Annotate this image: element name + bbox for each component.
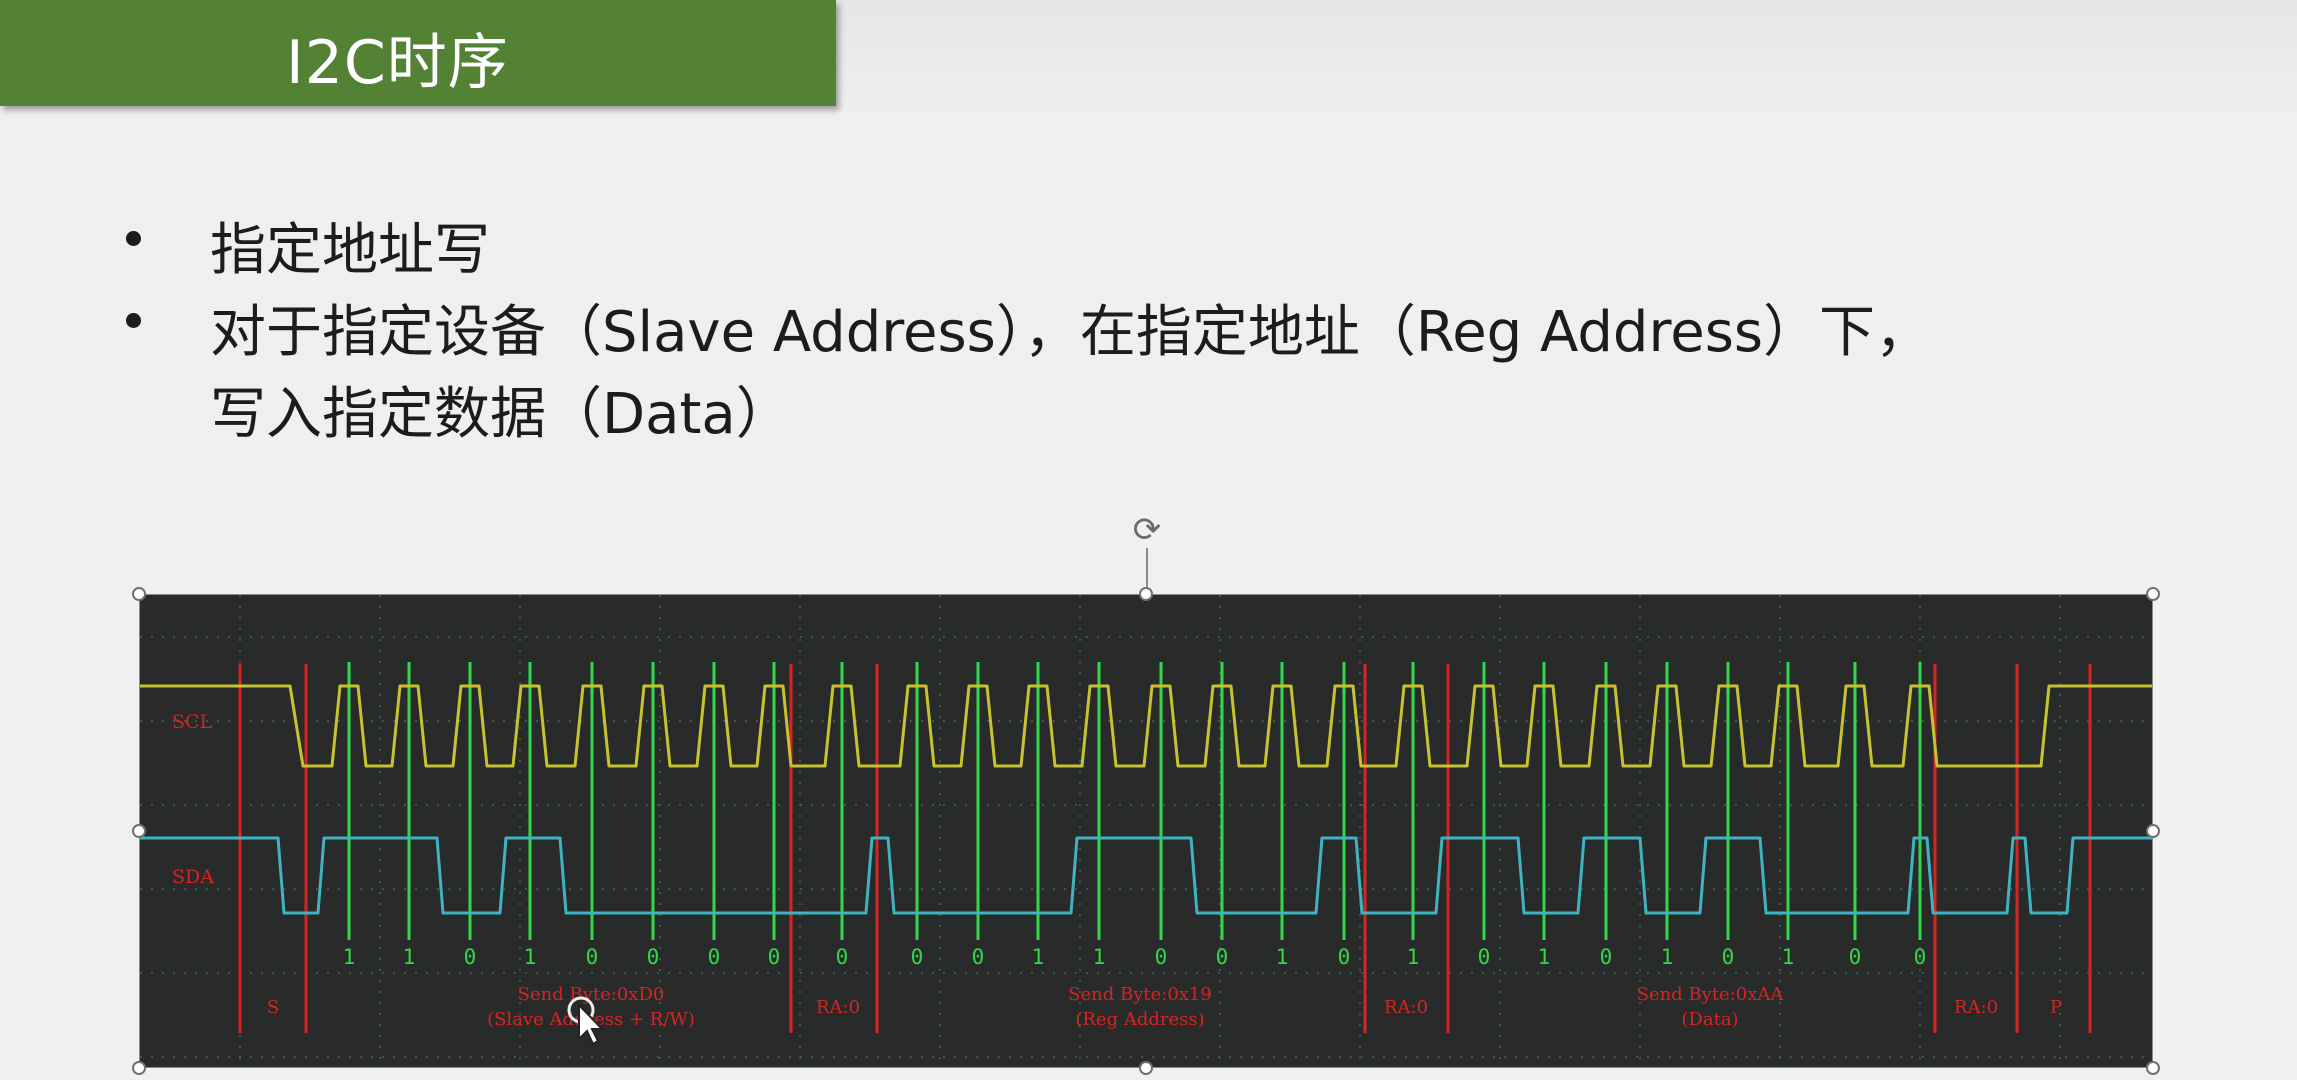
resize-handle-bottom-right[interactable] <box>2146 1061 2160 1075</box>
bit-value: 0 <box>1914 945 1927 969</box>
resize-handle-top[interactable] <box>1139 587 1153 601</box>
rotate-icon[interactable]: ⟳ <box>1132 510 1162 550</box>
segment-sublabel: (Data) <box>1681 1009 1738 1030</box>
resize-handle-bottom-left[interactable] <box>132 1061 146 1075</box>
bit-value: 0 <box>836 945 849 969</box>
bit-value: 0 <box>647 945 660 969</box>
signal-label: SDA <box>172 866 214 888</box>
resize-handle-bottom[interactable] <box>1139 1061 1153 1075</box>
bullet-text: 指定地址写 <box>210 218 490 283</box>
segment-label: RA:0 <box>1954 997 1998 1018</box>
bit-value: 1 <box>1538 945 1551 969</box>
bit-value: 1 <box>1032 945 1045 969</box>
resize-handle-top-left[interactable] <box>132 587 146 601</box>
segment-label: RA:0 <box>1384 997 1428 1018</box>
bit-value: 0 <box>1722 945 1735 969</box>
bit-value: 0 <box>972 945 985 969</box>
segment-label: Send Byte:0xAA <box>1637 984 1785 1005</box>
bit-value: 1 <box>1093 945 1106 969</box>
bit-value: 1 <box>524 945 537 969</box>
scl-waveform <box>140 684 2152 768</box>
bullet-text: 对于指定设备（Slave Address），在指定地址（Reg Address）… <box>210 300 1932 365</box>
bullet-dot-icon <box>126 313 141 328</box>
bit-value: 0 <box>1216 945 1229 969</box>
resize-handle-top-right[interactable] <box>2146 587 2160 601</box>
bit-value: 0 <box>708 945 721 969</box>
resize-handle-left[interactable] <box>132 824 146 838</box>
bit-value: 1 <box>1661 945 1674 969</box>
segment-label: P <box>2050 997 2062 1018</box>
bit-value: 1 <box>343 945 356 969</box>
resize-handle-right[interactable] <box>2146 824 2160 838</box>
image-selection-frame <box>139 594 2153 1068</box>
segment-label: Send Byte:0x19 <box>1068 984 1212 1005</box>
segment-label: RA:0 <box>816 997 860 1018</box>
rotate-handle-stem <box>1146 548 1148 588</box>
bit-value: 0 <box>1849 945 1862 969</box>
bit-value: 1 <box>1276 945 1289 969</box>
bit-value: 0 <box>911 945 924 969</box>
timing-diagram-svg: SCL SDA 1 1 0 1 0 0 0 0 0 0 0 1 1 0 0 1 0 1 0 1 0 1 0 1 0 0S Send By… <box>140 595 2152 1067</box>
segment-label: Send Byte:0xD0 <box>518 984 665 1005</box>
bullet-text: 写入指定数据（Data） <box>210 382 792 447</box>
bit-value: 0 <box>768 945 781 969</box>
bit-value: 0 <box>1600 945 1613 969</box>
bit-value: 0 <box>464 945 477 969</box>
segment-sublabel: (Reg Address) <box>1075 1009 1204 1030</box>
sda-waveform <box>140 836 2152 915</box>
slide-title-bar: I2C时序 <box>0 0 836 106</box>
bullet-dot-icon <box>126 231 141 246</box>
bit-value: 0 <box>586 945 599 969</box>
bit-value: 0 <box>1155 945 1168 969</box>
bit-value: 0 <box>1478 945 1491 969</box>
segment-label: S <box>267 997 279 1018</box>
mouse-cursor-icon <box>567 996 605 1046</box>
bit-value: 1 <box>1407 945 1420 969</box>
bit-value: 1 <box>1782 945 1795 969</box>
bit-value: 0 <box>1338 945 1351 969</box>
slide-title: I2C时序 <box>286 28 509 98</box>
signal-label: SCL <box>172 711 213 733</box>
bit-value: 1 <box>403 945 416 969</box>
